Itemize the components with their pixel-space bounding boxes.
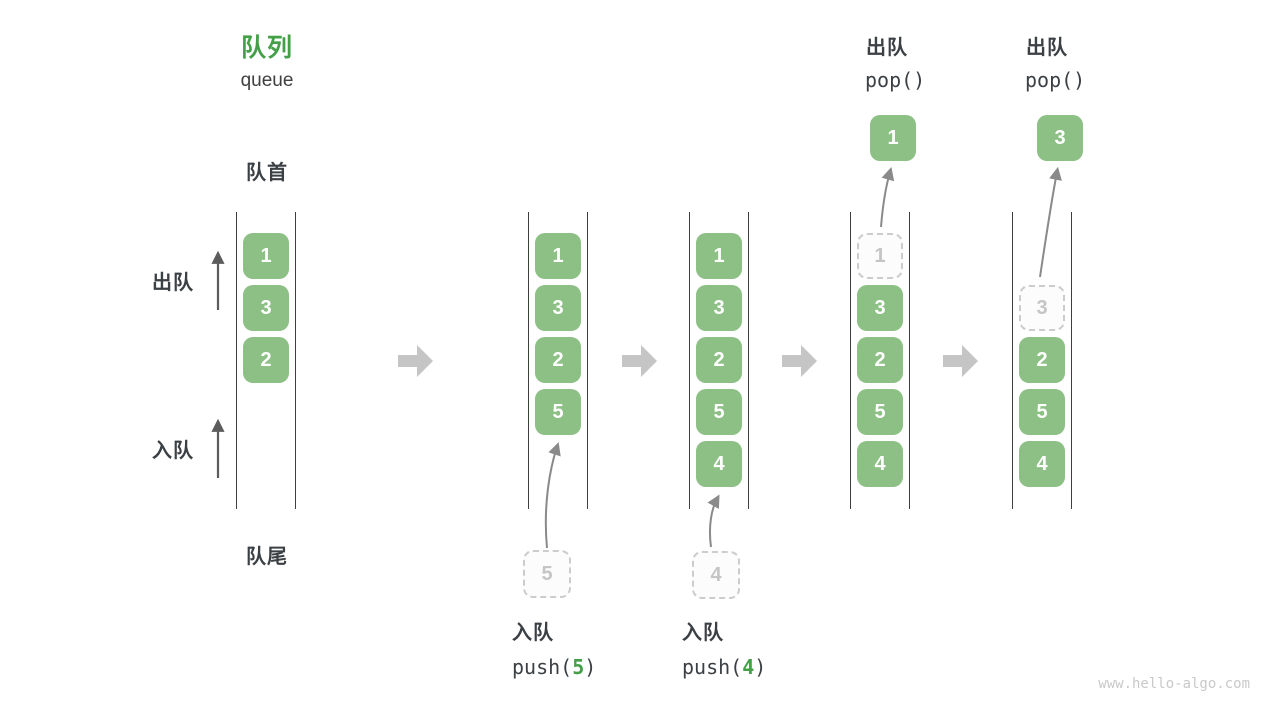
queue-element: 5 <box>1019 389 1065 435</box>
queue-column-3: 1 3 2 5 4 <box>689 212 749 509</box>
label-enqueue-side: 入队 <box>152 440 194 462</box>
queue-element: 4 <box>696 441 742 487</box>
code-push-5: push(5) <box>512 655 596 679</box>
label-queue-rear: 队尾 <box>246 546 288 568</box>
code-push-4-pre: push( <box>682 655 743 679</box>
queue-element-removed: 3 <box>1019 285 1065 331</box>
step-arrow-icon-1 <box>398 345 433 377</box>
watermark: www.hello-algo.com <box>1098 676 1250 692</box>
label-enqueue-op-2: 入队 <box>682 622 724 644</box>
code-push-4: push(4) <box>682 655 766 679</box>
code-push-5-pre: push( <box>512 655 573 679</box>
queue-element: 2 <box>243 337 289 383</box>
queue-element: 5 <box>857 389 903 435</box>
queue-element: 3 <box>535 285 581 331</box>
label-dequeue-op-2: 出队 <box>1026 37 1068 59</box>
queue-column-2: 1 3 2 5 <box>528 212 588 509</box>
queue-element: 4 <box>857 441 903 487</box>
queue-element: 2 <box>857 337 903 383</box>
queue-element-removed: 1 <box>857 233 903 279</box>
queue-element: 5 <box>696 389 742 435</box>
queue-element: 3 <box>696 285 742 331</box>
step-arrow-icon-3 <box>782 345 817 377</box>
staged-element-push-4: 4 <box>692 551 740 599</box>
diagram-title-en: queue <box>240 70 294 91</box>
code-pop-2: pop() <box>1025 68 1086 92</box>
code-pop-1: pop() <box>865 68 926 92</box>
step-arrow-icon-2 <box>622 345 657 377</box>
queue-element: 2 <box>535 337 581 383</box>
step-arrow-icon-4 <box>943 345 978 377</box>
queue-element: 4 <box>1019 441 1065 487</box>
code-push-5-arg: 5 <box>572 655 585 679</box>
code-push-4-arg: 4 <box>742 655 755 679</box>
label-enqueue-op-1: 入队 <box>512 622 554 644</box>
queue-element: 1 <box>696 233 742 279</box>
code-push-5-post: ) <box>584 655 597 679</box>
staged-element-push-5: 5 <box>523 550 571 598</box>
popped-element-2: 3 <box>1037 115 1083 161</box>
queue-column-1: 1 3 2 <box>236 212 296 509</box>
diagram-title-zh: 队列 <box>240 34 293 62</box>
popped-element-1: 1 <box>870 115 916 161</box>
code-push-4-post: ) <box>754 655 767 679</box>
queue-element: 5 <box>535 389 581 435</box>
queue-element: 2 <box>696 337 742 383</box>
queue-element: 1 <box>243 233 289 279</box>
queue-element: 3 <box>857 285 903 331</box>
queue-column-5: 3 2 5 4 <box>1012 212 1072 509</box>
queue-element: 1 <box>535 233 581 279</box>
label-queue-front: 队首 <box>246 162 288 184</box>
label-dequeue-op-1: 出队 <box>866 37 908 59</box>
queue-element: 3 <box>243 285 289 331</box>
label-dequeue-side: 出队 <box>152 272 194 294</box>
queue-column-4: 1 3 2 5 4 <box>850 212 910 509</box>
queue-element: 2 <box>1019 337 1065 383</box>
